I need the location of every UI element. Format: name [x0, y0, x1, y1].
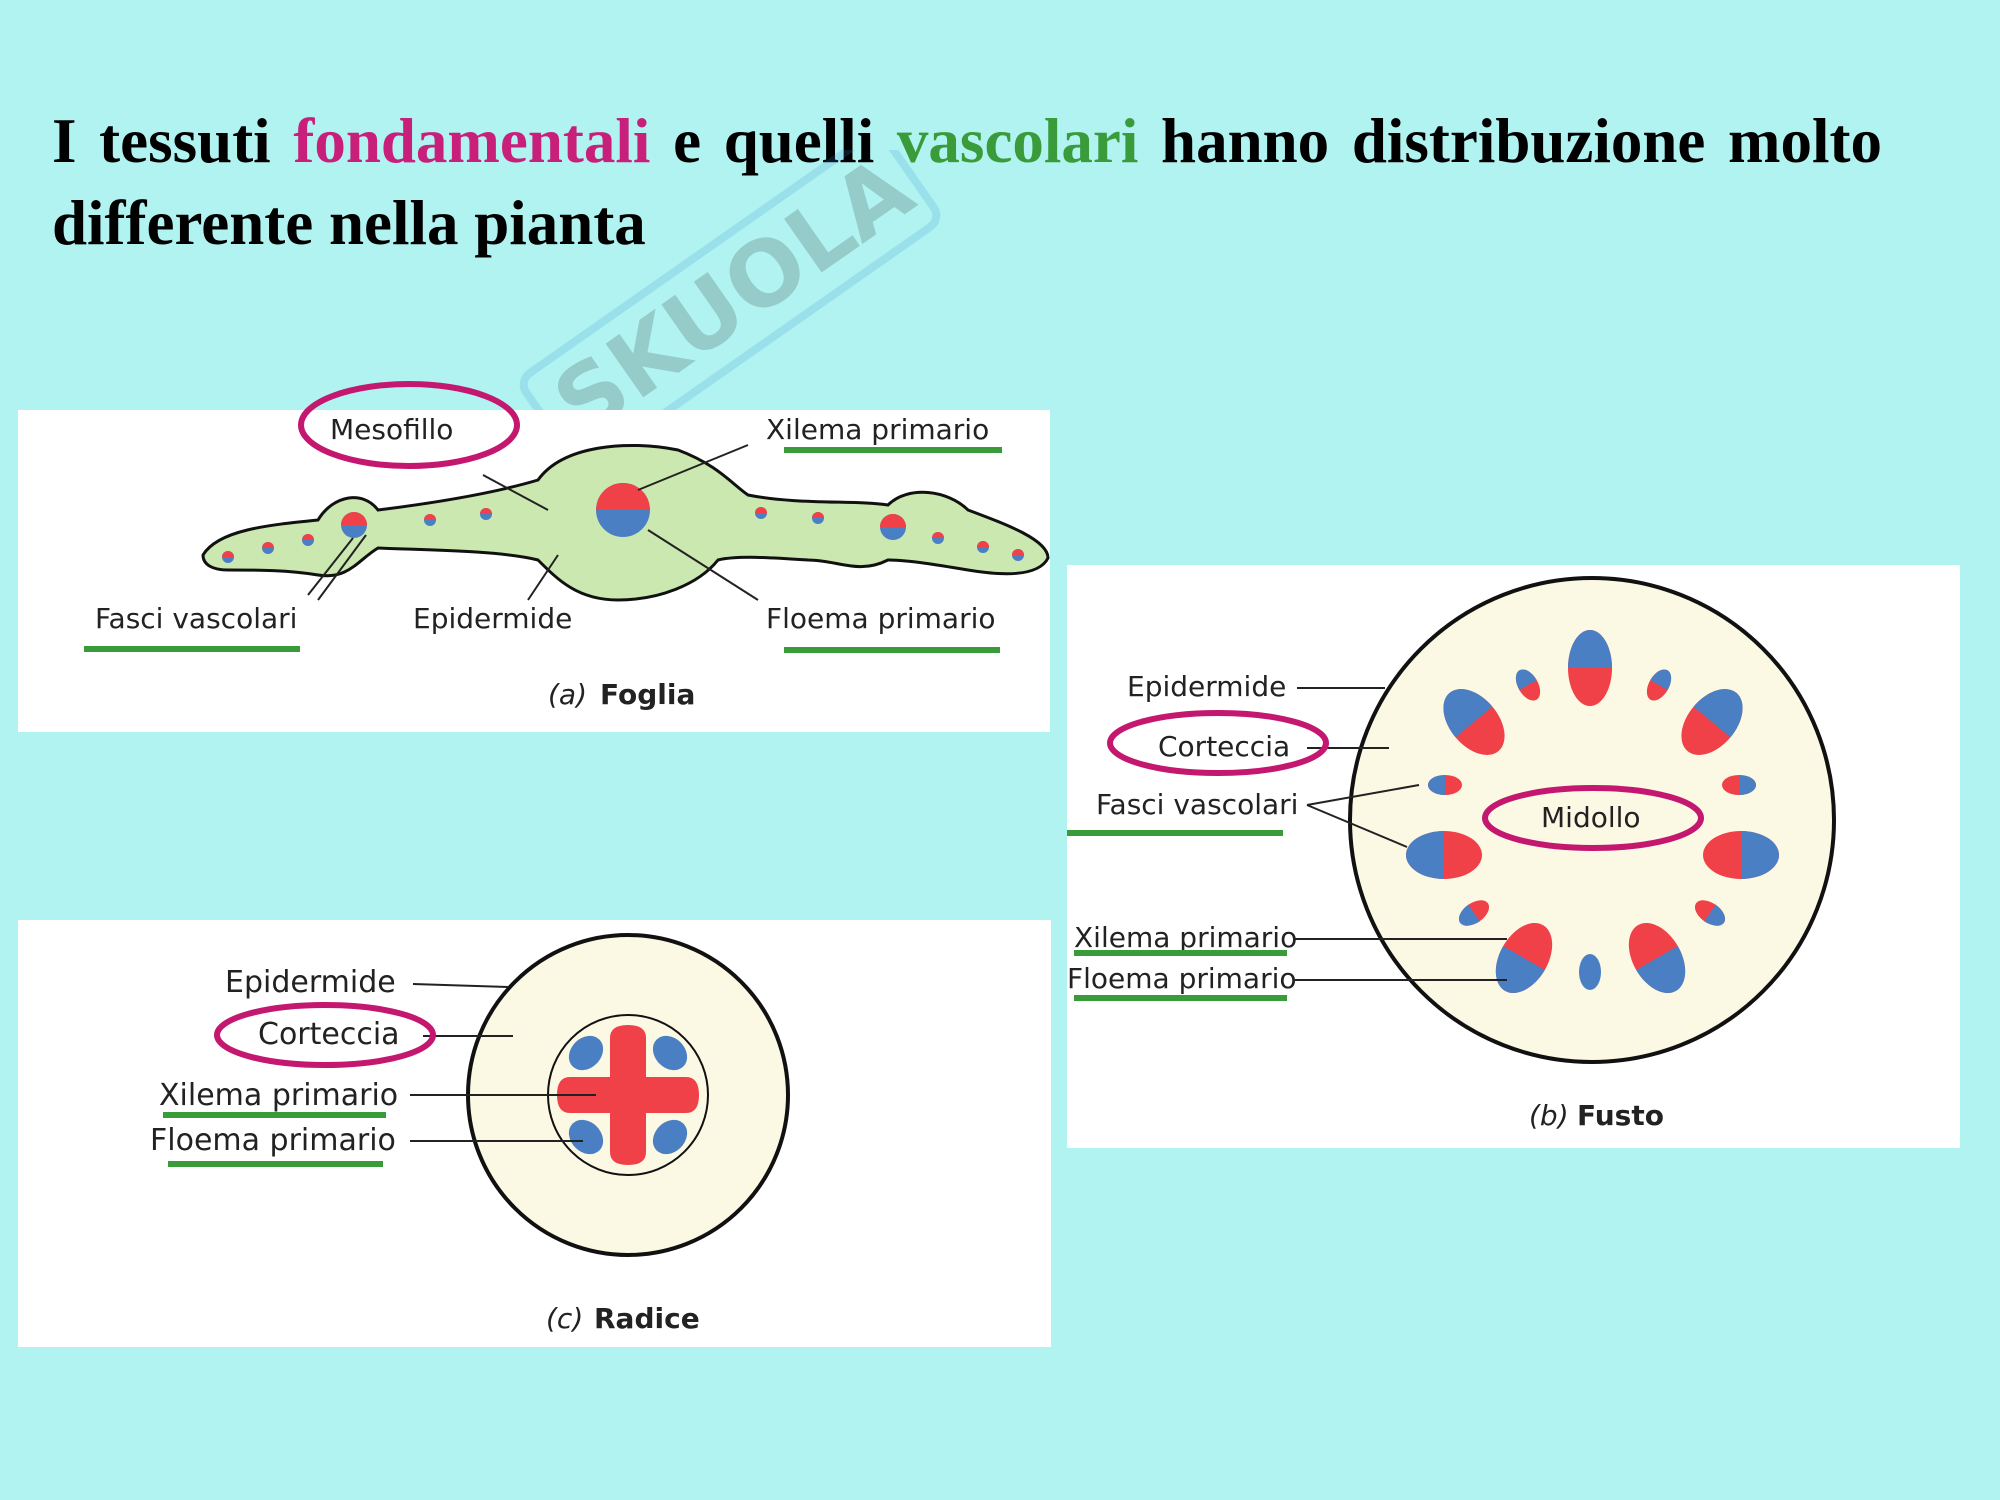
title-part2: e quelli: [673, 106, 875, 176]
label-epidermide: Epidermide: [225, 965, 396, 1000]
title-part1: I tessuti: [52, 106, 271, 176]
panel-foglia: Mesofillo Xilema primario Fasci vascolar…: [18, 410, 1050, 732]
label-xilema: Xilema primario: [766, 413, 989, 446]
caption-letter: (c): [546, 1302, 583, 1335]
label-corteccia: Corteccia: [1158, 730, 1290, 763]
title-fondamentali: fondamentali: [293, 106, 651, 176]
label-corteccia: Corteccia: [258, 1017, 400, 1052]
panel-fusto: Epidermide Corteccia Fasci vascolari Mid…: [1067, 565, 1960, 1148]
caption-letter: (b): [1529, 1099, 1569, 1132]
slide-title: I tessuti fondamentali e quelli vascolar…: [52, 100, 1882, 264]
label-floema: Floema primario: [1067, 962, 1297, 995]
stem-bundles: [1406, 630, 1779, 994]
label-fasci: Fasci vascolari: [95, 602, 297, 635]
root-xylem: [557, 1025, 699, 1165]
label-floema: Floema primario: [150, 1123, 396, 1158]
stem-diagram: Epidermide Corteccia Fasci vascolari Mid…: [1067, 576, 1836, 1132]
root-phloem: [568, 1035, 688, 1155]
caption-name: Radice: [594, 1302, 700, 1335]
panel-radice: Epidermide Corteccia Xilema primario Flo…: [18, 920, 1051, 1347]
caption-name: Foglia: [600, 678, 695, 711]
label-epidermide: Epidermide: [1127, 670, 1286, 703]
leaf-diagram: Mesofillo Xilema primario Fasci vascolar…: [95, 413, 1050, 711]
label-midollo: Midollo: [1541, 801, 1641, 834]
svg-text:SKUOLA: SKUOLA: [536, 150, 932, 450]
title-part3: hanno distribuzione molto differente nel…: [52, 106, 1883, 258]
title-vascolari: vascolari: [896, 106, 1139, 176]
label-xilema: Xilema primario: [1074, 921, 1297, 954]
caption-letter: (a): [548, 678, 587, 711]
label-floema: Floema primario: [766, 602, 996, 635]
label-epidermide: Epidermide: [413, 602, 572, 635]
watermark-logo: SKUOLA: [519, 150, 941, 450]
small-bundles: [222, 507, 1024, 563]
label-xilema: Xilema primario: [159, 1078, 398, 1113]
root-diagram: Epidermide Corteccia Xilema primario Flo…: [150, 933, 790, 1335]
caption-name: Fusto: [1577, 1099, 1664, 1132]
label-fasci: Fasci vascolari: [1096, 788, 1298, 821]
label-mesofillo: Mesofillo: [330, 413, 453, 446]
